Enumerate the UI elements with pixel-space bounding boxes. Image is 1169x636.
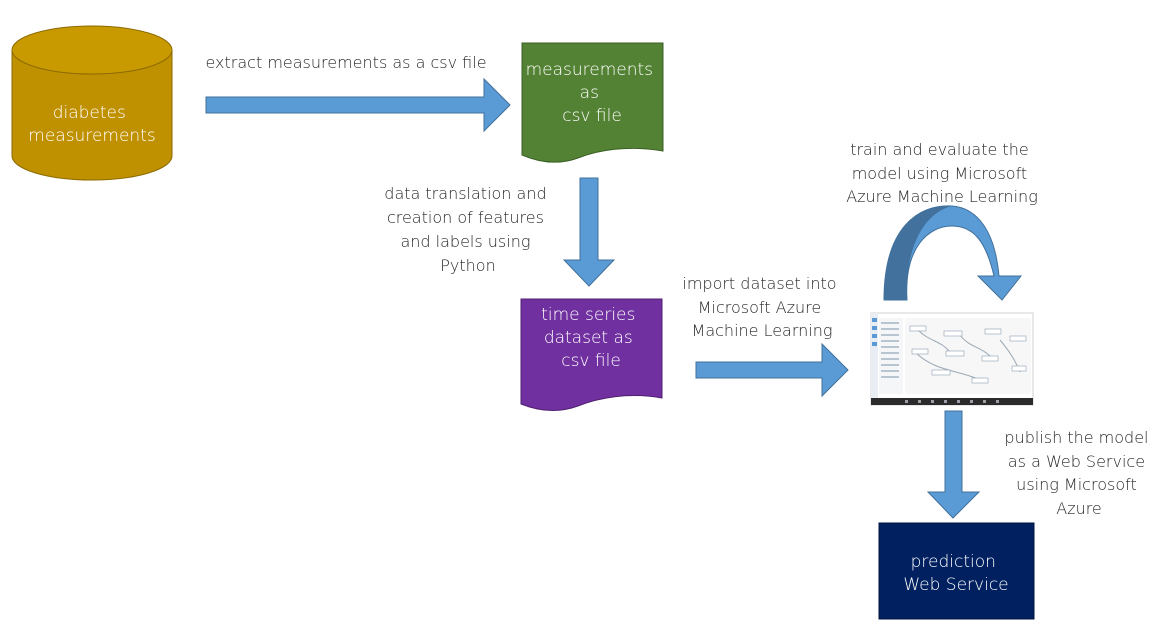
database-top [11, 25, 173, 75]
thumbnail-nav-item [872, 326, 877, 330]
time-series-document: time series dataset as csv file [520, 298, 663, 411]
curved-arrow-train [883, 205, 1023, 301]
database-body [11, 49, 173, 181]
web-service-box [878, 522, 1035, 620]
thumbnail-bottom-bar [871, 398, 1033, 405]
label-translate: data translation and creation of feature… [384, 184, 551, 275]
time-series-document-shape [520, 298, 663, 411]
arrow-import [695, 342, 849, 398]
thumbnail-modules [909, 325, 1027, 384]
label-train: train and evaluate the model using Micro… [846, 140, 1038, 206]
time-series-label: time series dataset as csv file [541, 305, 641, 371]
azure-ml-studio-thumbnail-icon [870, 312, 1034, 406]
label-publish: publish the model as a Web Service using… [1004, 428, 1153, 518]
diabetes-measurements-database: diabetes measurements [11, 25, 173, 181]
thumbnail-nav-bar [871, 313, 878, 399]
prediction-web-service: prediction Web Service [878, 522, 1035, 620]
arrow-extract [205, 77, 511, 133]
csv-document-shape [521, 42, 664, 163]
thumbnail-module-items [881, 322, 899, 378]
arrow-publish [926, 410, 981, 519]
arrow-translate [562, 177, 616, 287]
thumbnail-module-list [879, 318, 903, 394]
curved-arrow-inner-shade [884, 205, 952, 300]
thumbnail-bottom-bar-buttons [905, 400, 999, 403]
label-extract: extract measurements as a csv file [205, 53, 486, 72]
measurements-csv-document: measurements as csv file [521, 42, 664, 163]
thumbnail-nav-item [872, 334, 877, 338]
database-label: diabetes measurements [28, 103, 155, 146]
web-service-label: prediction Web Service [903, 552, 1008, 595]
thumbnail-nav-item [872, 342, 877, 346]
csv-document-label: measurements as csv file [526, 60, 659, 126]
label-import: import dataset into Microsoft Azure Mach… [682, 274, 841, 340]
thumbnail-nav-item [872, 318, 877, 322]
